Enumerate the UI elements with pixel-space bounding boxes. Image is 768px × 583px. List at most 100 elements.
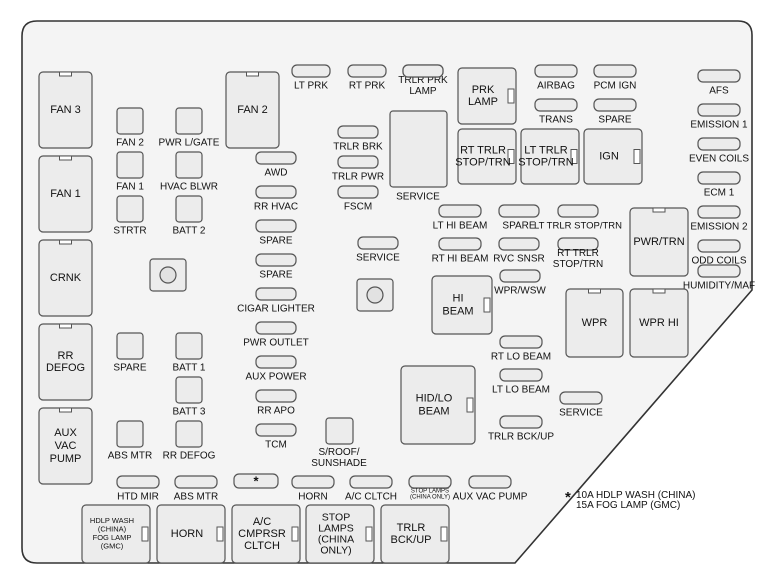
ac-cmprsr-relay-label-line-2: CMPRSR bbox=[238, 528, 286, 540]
emission2-fuse bbox=[697, 205, 741, 219]
trlr-bckup-fuse bbox=[499, 415, 543, 429]
horn-relay-tab bbox=[216, 526, 224, 542]
batt1-fuse bbox=[175, 332, 203, 360]
fan1-fuse bbox=[116, 151, 144, 179]
fan3-relay-tab bbox=[59, 71, 72, 77]
spare-c1-fuse-label: SPARE bbox=[259, 236, 292, 247]
trlr-prk-lamp-fuse-label-line-1: TRLR PRK bbox=[398, 75, 448, 86]
trans-fuse-label: TRANS bbox=[539, 115, 573, 126]
aux-power-fuse-label: AUX POWER bbox=[245, 372, 306, 383]
lt-trlr-stop-relay-label-line-2: STOP/TRN bbox=[518, 156, 573, 168]
pwr-lgate-fuse-label: PWR L/GATE bbox=[159, 138, 220, 149]
hvac-blwr-fuse-label: HVAC BLWR bbox=[160, 182, 218, 193]
hdlp-wash-relay-tab bbox=[141, 526, 149, 542]
hdlp-wash-relay-label-line-2: (CHINA) bbox=[98, 525, 127, 534]
horn-relay bbox=[156, 504, 226, 564]
pwr-outlet-fuse-label: PWR OUTLET bbox=[243, 338, 309, 349]
lt-lo-beam-fuse-label: LT LO BEAM bbox=[492, 385, 550, 396]
trlr-bckup-fuse-label: TRLR BCK/UP bbox=[488, 432, 554, 443]
even-coils-fuse-label: EVEN COILS bbox=[689, 154, 749, 165]
awd-fuse-label: AWD bbox=[265, 168, 288, 179]
crnk-relay-tab bbox=[59, 239, 72, 245]
tcm-fuse bbox=[255, 423, 297, 437]
aux-vac-pump-relay-tab bbox=[59, 407, 72, 413]
rt-hi-beam-fuse bbox=[438, 237, 482, 251]
ac-cltch-fuse bbox=[349, 475, 393, 489]
batt2-fuse bbox=[175, 195, 203, 223]
hid-lo-beam-relay-label-line-2: BEAM bbox=[418, 405, 449, 417]
htd-mir-fuse-label: HTD MIR bbox=[117, 492, 159, 503]
rr-hvac-fuse bbox=[255, 185, 297, 199]
awd-fuse bbox=[255, 151, 297, 165]
hid-lo-beam-relay bbox=[400, 365, 476, 445]
rt-trlr-stop-fuse-label-line-2: STOP/TRN bbox=[553, 259, 603, 270]
lt-trlr-stop-relay-label-line-1: LT TRLR bbox=[524, 144, 567, 156]
lt-trlr-stop-fuse bbox=[557, 204, 599, 218]
rr-defog-relay-label-line-1: RR bbox=[58, 350, 74, 362]
pcm-ign-fuse-label: PCM IGN bbox=[594, 81, 637, 92]
spare-top-fuse-label: SPARE bbox=[598, 115, 631, 126]
rr-apo-fuse bbox=[255, 389, 297, 403]
hdlp-wash-relay-label-line-1: HDLP WASH bbox=[90, 516, 134, 525]
aux-vac-pump-relay-label-line-2: VAC bbox=[55, 440, 77, 452]
service-mid-fuse-label: SERVICE bbox=[356, 253, 400, 264]
fscm-fuse-label: FSCM bbox=[344, 202, 372, 213]
pwr-outlet-fuse bbox=[255, 321, 297, 335]
airbag-fuse bbox=[534, 64, 578, 78]
emission1-fuse-label: EMISSION 1 bbox=[690, 120, 748, 131]
ac-cmprsr-relay bbox=[231, 504, 301, 564]
hvac-blwr-fuse bbox=[175, 151, 203, 179]
fan1-relay-tab bbox=[59, 155, 72, 161]
hi-beam-relay-tab bbox=[483, 297, 491, 313]
ign-relay-label: IGN bbox=[599, 150, 619, 162]
sroof-label-line-2: SUNSHADE bbox=[311, 458, 367, 469]
htd-mir-fuse bbox=[116, 475, 160, 489]
wpr-relay-label: WPR bbox=[582, 317, 608, 329]
stop-lamps-relay bbox=[305, 504, 375, 564]
batt2-fuse-label: BATT 2 bbox=[173, 226, 206, 237]
afs-fuse bbox=[697, 69, 741, 83]
pwr-trn-relay-tab bbox=[652, 207, 666, 213]
rt-trlr-stop-relay bbox=[457, 128, 517, 185]
rr-defog-fuse bbox=[175, 420, 203, 448]
star-fuse-label: * bbox=[253, 473, 259, 488]
wpr-wsw-fuse bbox=[499, 269, 541, 283]
odd-coils-fuse bbox=[697, 239, 741, 253]
fan2-fuse bbox=[116, 107, 144, 135]
rvc-snsr-fuse bbox=[498, 237, 540, 251]
ac-cmprsr-relay-tab bbox=[291, 526, 299, 542]
ac-cmprsr-relay-label-line-1: A/C bbox=[253, 516, 271, 528]
horn-relay-label: HORN bbox=[171, 528, 203, 540]
stop-lamps-relay-label-line-2: LAMPS bbox=[318, 522, 354, 534]
abs-mtr-bottom-fuse bbox=[174, 475, 218, 489]
lt-lo-beam-fuse bbox=[499, 368, 543, 382]
pwr-lgate-fuse bbox=[175, 107, 203, 135]
wpr-relay-tab bbox=[588, 288, 601, 294]
afs-fuse-label: AFS bbox=[709, 86, 729, 97]
lt-trlr-stop-fuse-label: LT TRLR STOP/TRN bbox=[534, 221, 622, 232]
lt-hi-beam-fuse-label: LT HI BEAM bbox=[433, 221, 488, 232]
fan2-fuse-label: FAN 2 bbox=[116, 138, 144, 149]
rr-defog-fuse-label: RR DEFOG bbox=[163, 451, 216, 462]
service-right-fuse-label: SERVICE bbox=[559, 408, 603, 419]
footnote-line-1: 10A HDLP WASH (CHINA) bbox=[576, 490, 696, 501]
service-block bbox=[389, 110, 448, 188]
rt-lo-beam-fuse-label: RT LO BEAM bbox=[491, 352, 551, 363]
rr-apo-fuse-label: RR APO bbox=[257, 406, 295, 417]
trans-fuse bbox=[534, 98, 578, 112]
odd-coils-fuse-label: ODD COILS bbox=[691, 256, 746, 267]
emission2-fuse-label: EMISSION 2 bbox=[690, 222, 748, 233]
humidity-maf-fuse-label: HUMIDITY/MAF bbox=[683, 281, 755, 292]
lt-hi-beam-fuse bbox=[438, 204, 482, 218]
rt-trlr-stop-relay-tab bbox=[507, 149, 515, 164]
hid-lo-beam-relay-tab bbox=[466, 397, 474, 413]
lt-prk-fuse-label: LT PRK bbox=[294, 81, 328, 92]
service-block-label: SERVICE bbox=[396, 192, 440, 203]
rt-prk-fuse-label: RT PRK bbox=[349, 81, 386, 92]
fan2-relay-tab bbox=[246, 71, 259, 77]
service-mid-fuse bbox=[357, 236, 399, 250]
aux-vac-pump-relay-label-line-3: PUMP bbox=[50, 453, 82, 465]
aux-vac-pump-fuse-label: AUX VAC PUMP bbox=[453, 492, 528, 503]
hdlp-wash-relay-label-line-3: FOG LAMP bbox=[93, 533, 132, 542]
